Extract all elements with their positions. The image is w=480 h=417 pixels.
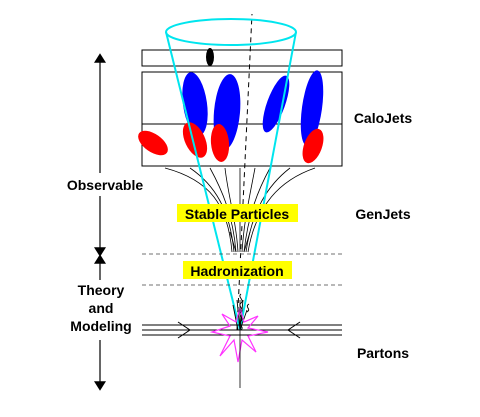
stable-particles-text: Stable Particles xyxy=(185,206,289,222)
beam-lines xyxy=(142,321,342,339)
hadronization-label: Hadronization xyxy=(183,261,292,279)
had-deposit xyxy=(300,70,324,146)
jet-cone-right-edge xyxy=(239,31,297,331)
observable-label: Observable xyxy=(67,177,143,193)
hadronization-text: Hadronization xyxy=(190,263,283,279)
jet-cone-top xyxy=(165,18,297,46)
muon-deposit xyxy=(206,48,214,66)
parton-star xyxy=(209,305,269,363)
had-deposit xyxy=(262,75,290,133)
jet-cone xyxy=(165,18,297,331)
calorimeter xyxy=(141,49,343,167)
level-separators xyxy=(142,253,342,286)
theory-label-line1: Theory xyxy=(78,282,125,298)
muon-layer-box xyxy=(141,49,343,67)
stable-particles-label: Stable Particles xyxy=(177,204,298,222)
em-deposit xyxy=(210,124,230,162)
jet-cone-left-edge xyxy=(165,31,241,331)
theory-label-line3: Modeling xyxy=(70,318,131,334)
jet-axis-line xyxy=(236,13,253,331)
partons-label: Partons xyxy=(357,345,409,361)
calojets-label: CaloJets xyxy=(354,110,413,126)
theory-label-line2: and xyxy=(89,300,114,316)
em-deposit xyxy=(302,128,324,164)
genjets-label: GenJets xyxy=(355,206,410,222)
em-deposit xyxy=(182,122,208,158)
em-deposit xyxy=(138,130,168,156)
energy-deposits xyxy=(138,48,324,164)
